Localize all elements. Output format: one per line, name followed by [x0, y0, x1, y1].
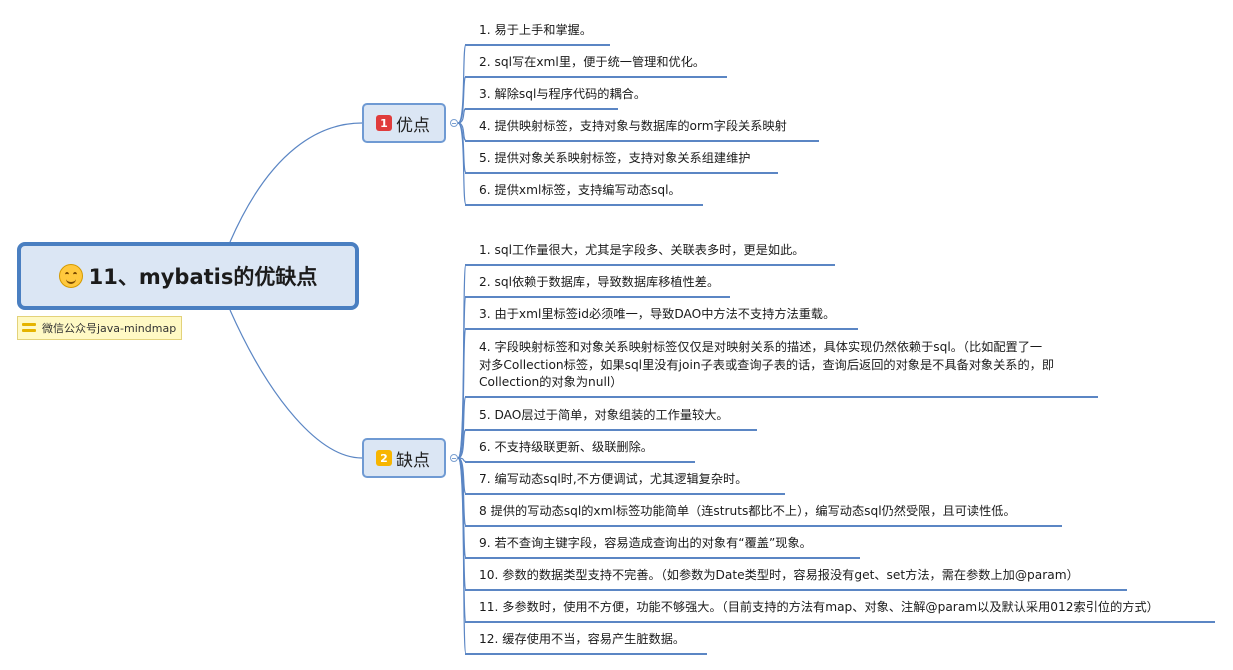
pros-item-underline: [465, 43, 610, 46]
cons-item-underline: [465, 263, 835, 266]
cons-item-4[interactable]: 4. 字段映射标签和对象关系映射标签仅仅是对映射关系的描述，具体实现仍然依赖于s…: [479, 340, 1055, 389]
collapse-cons-icon[interactable]: [450, 454, 458, 462]
cons-item-12[interactable]: 12. 缓存使用不当，容易产生脏数据。: [479, 632, 686, 646]
topic-pros-title: 优点: [396, 115, 430, 136]
cons-item-11[interactable]: 11. 多参数时，使用不方便，功能不够强大。（目前支持的方法有map、对象、注解…: [479, 600, 1159, 614]
root-title: 11、mybatis的优缺点: [88, 265, 318, 289]
cons-item-5[interactable]: 5. DAO层过于简单，对象组装的工作量较大。: [479, 408, 729, 422]
pros-item-underline: [465, 171, 778, 174]
collapse-pros-icon[interactable]: [450, 119, 458, 127]
pros-item-6[interactable]: 6. 提供xml标签，支持编写动态sql。: [479, 183, 681, 197]
pros-item-1[interactable]: 1. 易于上手和掌握。: [479, 23, 593, 37]
priority-1-icon: 1: [376, 115, 392, 131]
priority-2-icon: 2: [376, 450, 392, 466]
cons-item-1[interactable]: 1. sql工作量很大，尤其是字段多、关联表多时，更是如此。: [479, 243, 805, 257]
root-topic[interactable]: 11、mybatis的优缺点: [17, 242, 359, 310]
topic-cons[interactable]: 2 缺点: [362, 438, 446, 478]
cons-item-underline: [465, 652, 707, 655]
pros-item-2[interactable]: 2. sql写在xml里，便于统一管理和优化。: [479, 55, 706, 69]
root-label-text: 微信公众号java-mindmap: [42, 322, 177, 335]
pros-item-underline: [465, 139, 819, 142]
cons-item-2[interactable]: 2. sql依赖于数据库，导致数据库移植性差。: [479, 275, 720, 289]
cons-item-underline: [465, 588, 1127, 591]
cons-item-3[interactable]: 3. 由于xml里标签id必须唯一，导致DAO中方法不支持方法重载。: [479, 307, 836, 321]
pros-item-3[interactable]: 3. 解除sql与程序代码的耦合。: [479, 87, 647, 101]
cons-item-underline: [465, 327, 858, 330]
cons-item-underline: [465, 395, 1098, 398]
cons-item-underline: [465, 620, 1215, 623]
pros-item-underline: [465, 75, 727, 78]
cons-item-underline: [465, 428, 757, 431]
cons-item-6[interactable]: 6. 不支持级联更新、级联删除。: [479, 440, 653, 454]
cons-item-underline: [465, 492, 785, 495]
cons-item-underline: [465, 524, 1062, 527]
pros-item-5[interactable]: 5. 提供对象关系映射标签，支持对象关系组建维护: [479, 151, 751, 165]
cons-item-underline: [465, 460, 695, 463]
cons-item-10[interactable]: 10. 参数的数据类型支持不完善。（如参数为Date类型时，容易报没有get、s…: [479, 568, 1079, 582]
topic-cons-title: 缺点: [396, 450, 430, 471]
root-label[interactable]: 微信公众号java-mindmap: [17, 316, 182, 340]
cons-item-7[interactable]: 7. 编写动态sql时,不方便调试，尤其逻辑复杂时。: [479, 472, 748, 486]
topic-pros[interactable]: 1 优点: [362, 103, 446, 143]
cons-item-8[interactable]: 8 提供的写动态sql的xml标签功能简单（连struts都比不上），编写动态s…: [479, 504, 1016, 518]
smile-emoji-icon: [58, 264, 83, 288]
pros-item-4[interactable]: 4. 提供映射标签，支持对象与数据库的orm字段关系映射: [479, 119, 787, 133]
pros-item-underline: [465, 107, 618, 110]
label-icon: [22, 323, 36, 333]
pros-item-underline: [465, 203, 703, 206]
cons-item-underline: [465, 556, 860, 559]
cons-item-9[interactable]: 9. 若不查询主键字段，容易造成查询出的对象有“覆盖”现象。: [479, 536, 812, 550]
cons-item-underline: [465, 295, 730, 298]
